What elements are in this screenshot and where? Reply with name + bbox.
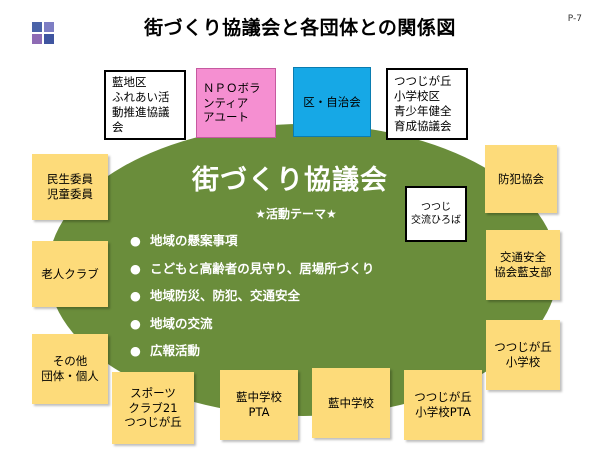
org-bohan: 防犯協会	[485, 145, 557, 213]
theme-item: ●地域防災、防犯、交通安全	[130, 287, 374, 315]
logo-icon	[32, 22, 54, 44]
org-ku-jichikai: 区・自治会	[293, 67, 371, 137]
theme-heading: ★活動テーマ★	[255, 207, 337, 221]
org-minsei: 民生委員 児童委員	[32, 154, 108, 220]
theme-item: ●地域の交流	[130, 315, 374, 343]
bullet-icon: ●	[130, 260, 141, 276]
bullet-icon: ●	[130, 288, 141, 303]
logo-square	[32, 22, 42, 32]
org-seishonen: つつじが丘 小学校区 青少年健全 育成協議会	[386, 68, 468, 140]
page-title: 街づくり協議会と各団体との関係図	[144, 17, 456, 39]
page-number: P-7	[567, 14, 582, 24]
logo-square	[44, 22, 54, 32]
bullet-icon: ●	[130, 343, 141, 358]
bullet-icon: ●	[130, 315, 141, 331]
org-npo: ＮＰＯボラ ンティア アユート	[196, 68, 276, 138]
org-sports: スポーツ クラブ21 つつじが丘	[112, 372, 194, 444]
logo-square	[32, 34, 42, 44]
theme-item: ●こどもと高齢者の見守り、居場所づくり	[130, 260, 374, 288]
org-tsutsuji-hiroba: つつじ 交流ひろば	[405, 186, 467, 242]
logo-square	[44, 34, 54, 44]
org-tsutsuji-pta: つつじが丘 小学校PTA	[404, 370, 482, 440]
theme-list: ●地域の懸案事項 ●こどもと高齢者の見守り、居場所づくり ●地域防災、防犯、交通…	[130, 232, 374, 370]
council-title: 街づくり協議会	[192, 165, 388, 196]
org-aiji-fureai: 藍地区 ふれあい活 動推進協議 会	[104, 70, 186, 140]
bullet-icon: ●	[130, 233, 141, 248]
org-aichu: 藍中学校	[312, 368, 390, 438]
org-tsutsuji-sho: つつじが丘 小学校	[486, 320, 560, 390]
theme-item: ●広報活動	[130, 342, 374, 370]
council-ellipse	[48, 124, 558, 416]
org-sonota: その他 団体・個人	[32, 334, 108, 404]
theme-item: ●地域の懸案事項	[130, 232, 374, 260]
org-aichu-pta: 藍中学校 PTA	[220, 370, 298, 440]
org-kotsu-anzen: 交通安全 協会藍支部	[486, 230, 560, 300]
org-rojin: 老人クラブ	[32, 241, 108, 307]
